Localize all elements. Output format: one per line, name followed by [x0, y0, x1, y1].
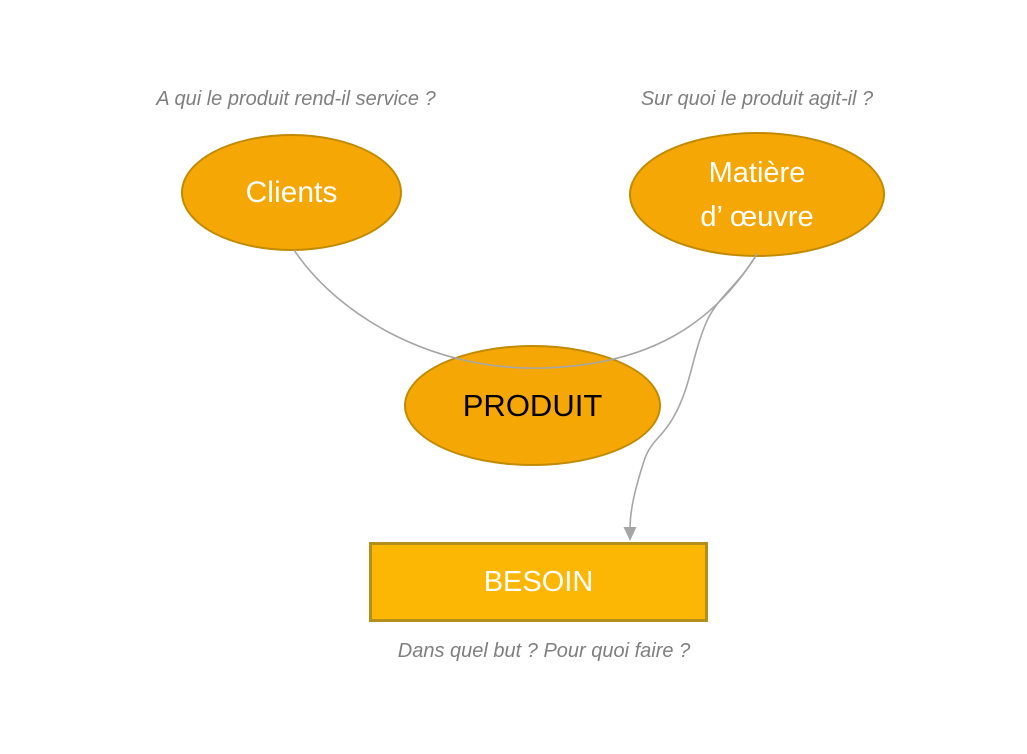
- caption-clients-question: A qui le produit rend-il service ?: [156, 88, 436, 110]
- caption-matiere-question: Sur quoi le produit agit-il ?: [640, 88, 874, 110]
- clients-ellipse: Clients: [181, 134, 402, 251]
- produit-ellipse: PRODUIT: [404, 345, 661, 466]
- arrowhead-besoin-icon: [623, 527, 637, 541]
- produit-label: PRODUIT: [462, 387, 603, 423]
- besoin-rect: BESOIN: [369, 542, 708, 622]
- clients-label: Clients: [245, 175, 338, 209]
- besoin-label: BESOIN: [483, 565, 594, 598]
- matiere-label: Matière d’ œuvre: [700, 151, 813, 239]
- caption-besoin-question: Dans quel but ? Pour quoi faire ?: [397, 640, 691, 662]
- matiere-label-line1: Matière: [708, 156, 806, 189]
- matiere-oeuvre-ellipse: Matière d’ œuvre: [629, 132, 885, 257]
- matiere-label-line2: d’ œuvre: [700, 200, 814, 233]
